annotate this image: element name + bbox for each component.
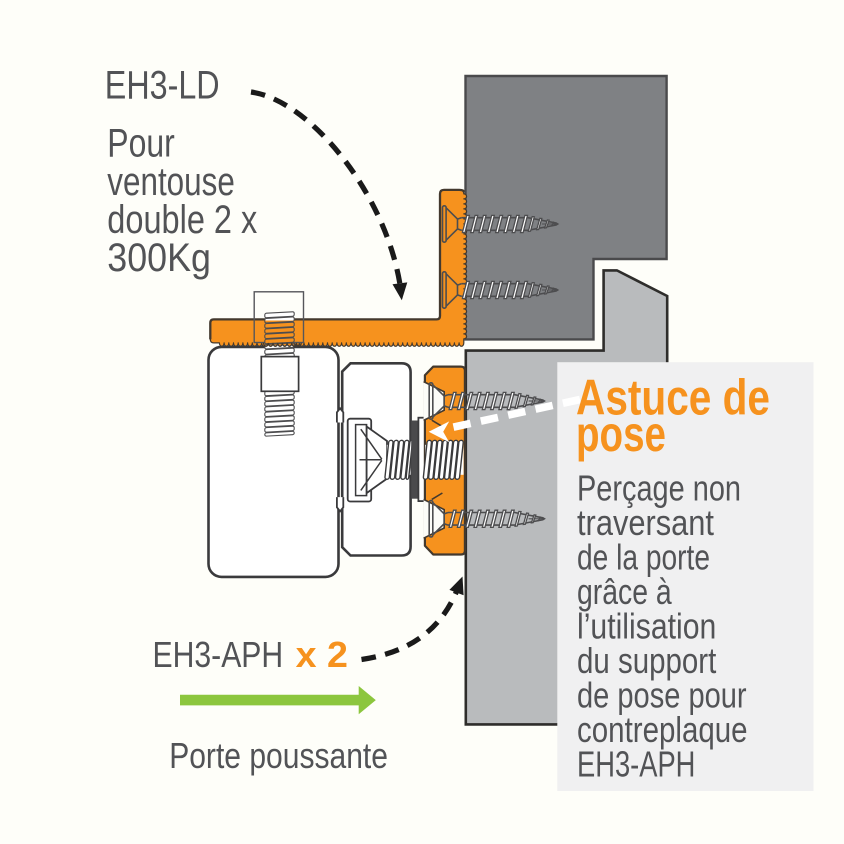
svg-text:du support: du support xyxy=(577,640,716,681)
svg-text:double 2 x: double 2 x xyxy=(107,198,257,242)
svg-text:EH3-LD: EH3-LD xyxy=(105,63,220,107)
svg-text:pose: pose xyxy=(576,406,666,462)
svg-text:l’utilisation: l’utilisation xyxy=(577,606,716,647)
svg-text:300Kg: 300Kg xyxy=(107,236,211,280)
svg-text:EH3-APH: EH3-APH xyxy=(577,744,695,785)
svg-text:contreplaque: contreplaque xyxy=(577,709,748,750)
svg-text:de pose pour: de pose pour xyxy=(577,675,747,716)
svg-text:x 2: x 2 xyxy=(296,634,348,675)
svg-text:traversant: traversant xyxy=(577,502,714,543)
svg-text:Porte poussante: Porte poussante xyxy=(169,735,388,776)
svg-text:Perçage non: Perçage non xyxy=(577,468,741,509)
svg-text:Astuce de: Astuce de xyxy=(576,369,770,425)
svg-text:de la porte: de la porte xyxy=(577,537,710,578)
svg-text:ventouse: ventouse xyxy=(107,160,235,204)
svg-text:Pour: Pour xyxy=(107,122,175,166)
svg-text:grâce à: grâce à xyxy=(577,571,672,612)
svg-text:EH3-APH: EH3-APH xyxy=(153,634,284,675)
